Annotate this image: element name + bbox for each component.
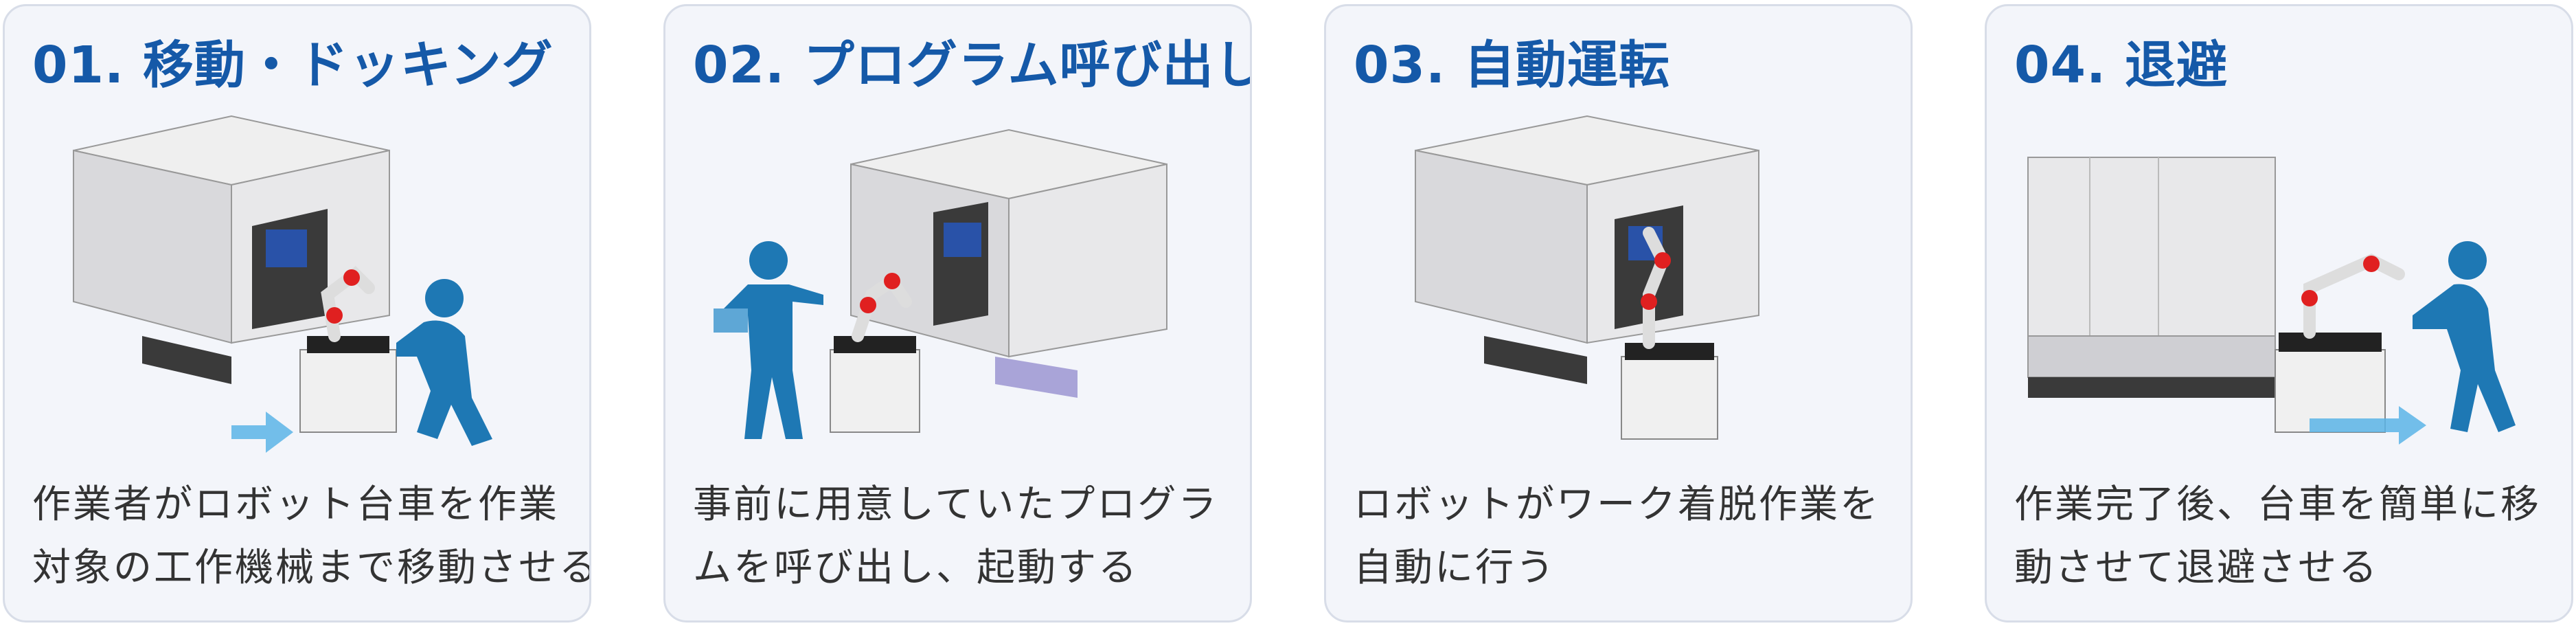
step-description-line: 作業者がロボット台車を作業 bbox=[32, 482, 559, 527]
worker-icon bbox=[717, 284, 823, 439]
step-description-line: 事前に用意していたプログラ bbox=[693, 482, 1219, 527]
step-description-line: ムを呼び出し、起動する bbox=[693, 546, 1139, 590]
step-title: 03. 自動運転 bbox=[1354, 36, 1670, 95]
robot-arm bbox=[2303, 254, 2405, 339]
move-arrow-icon bbox=[2310, 406, 2426, 445]
robot-cart bbox=[1621, 356, 1718, 440]
machine-base bbox=[2027, 335, 2276, 378]
robot-joint bbox=[2301, 290, 2318, 306]
robot-joint bbox=[2363, 256, 2380, 272]
machine-foot bbox=[2028, 377, 2275, 398]
tablet-icon bbox=[714, 309, 748, 333]
step-card-04: 04. 退避 作業完了後、台車を簡単に移 動させて退避させる bbox=[1985, 4, 2573, 623]
worker-head bbox=[749, 241, 788, 280]
cart-top bbox=[307, 336, 389, 353]
robot-joint bbox=[860, 297, 876, 313]
program-call-illustration bbox=[714, 128, 1167, 439]
worker-head bbox=[2448, 241, 2487, 280]
machine-front bbox=[1008, 163, 1167, 358]
machine-base bbox=[142, 336, 231, 384]
step-card-02: 02. プログラム呼び出し 事前に用意していたプログラ ムを呼び出し、起動する bbox=[663, 4, 1252, 623]
step-description: 作業完了後、台車を簡単に移 動させて退避させる bbox=[2014, 473, 2557, 600]
cart-top bbox=[834, 336, 916, 353]
robot-arm bbox=[1643, 227, 1669, 349]
step-card-01: 01. 移動・ドッキング 作業者がロボット台車を作業 対象の工作機械まで移動させ bbox=[3, 4, 591, 623]
auto-operation-illustration bbox=[1415, 115, 1759, 440]
spindle-icon bbox=[266, 229, 307, 267]
step-description-line: 自動に行う bbox=[1354, 546, 1556, 590]
machine-side bbox=[1415, 149, 1588, 344]
step-title: 02. プログラム呼び出し bbox=[693, 36, 1252, 95]
cart-top bbox=[1625, 343, 1714, 360]
robot-joint bbox=[343, 269, 360, 286]
step-description-line: ロボットがワーク着脱作業を bbox=[1354, 482, 1880, 527]
cart-top bbox=[2279, 333, 2382, 352]
machine-base bbox=[995, 357, 1078, 398]
worker-head bbox=[425, 279, 464, 317]
machine-base bbox=[1484, 336, 1587, 384]
move-arrow-icon bbox=[231, 412, 293, 453]
robot-joint bbox=[1641, 293, 1657, 310]
robot-arm bbox=[852, 272, 912, 342]
worker-icon bbox=[396, 320, 492, 446]
machine-docking-illustration bbox=[73, 115, 492, 453]
worker-icon bbox=[2413, 284, 2516, 432]
robot-joint bbox=[884, 273, 900, 289]
machine-door-opening bbox=[933, 202, 988, 326]
step-description: ロボットがワーク着脱作業を 自動に行う bbox=[1354, 473, 1896, 600]
machine-side bbox=[73, 149, 232, 344]
robot-cart bbox=[830, 349, 920, 433]
spindle-icon bbox=[944, 223, 981, 257]
step-description-line: 動させて退避させる bbox=[2014, 546, 2379, 590]
step-title: 01. 移動・ドッキング bbox=[32, 36, 554, 95]
retreat-illustration bbox=[2027, 157, 2516, 445]
robot-joint bbox=[326, 307, 343, 324]
step-description-line: 対象の工作機械まで移動させる bbox=[32, 546, 591, 590]
robot-joint bbox=[1654, 252, 1671, 269]
step-description-line: 作業完了後、台車を簡単に移 bbox=[2014, 482, 2541, 527]
machine-door-opening bbox=[252, 209, 328, 329]
step-description: 事前に用意していたプログラ ムを呼び出し、起動する bbox=[693, 473, 1235, 600]
step-description: 作業者がロボット台車を作業 対象の工作機械まで移動させる bbox=[32, 473, 591, 600]
robot-cart bbox=[299, 349, 397, 433]
step-title: 04. 退避 bbox=[2014, 36, 2228, 95]
step-card-03: 03. 自動運転 ロボットがワーク着脱作業を 自動に行う bbox=[1324, 4, 1913, 623]
machine-front bbox=[2027, 157, 2276, 344]
